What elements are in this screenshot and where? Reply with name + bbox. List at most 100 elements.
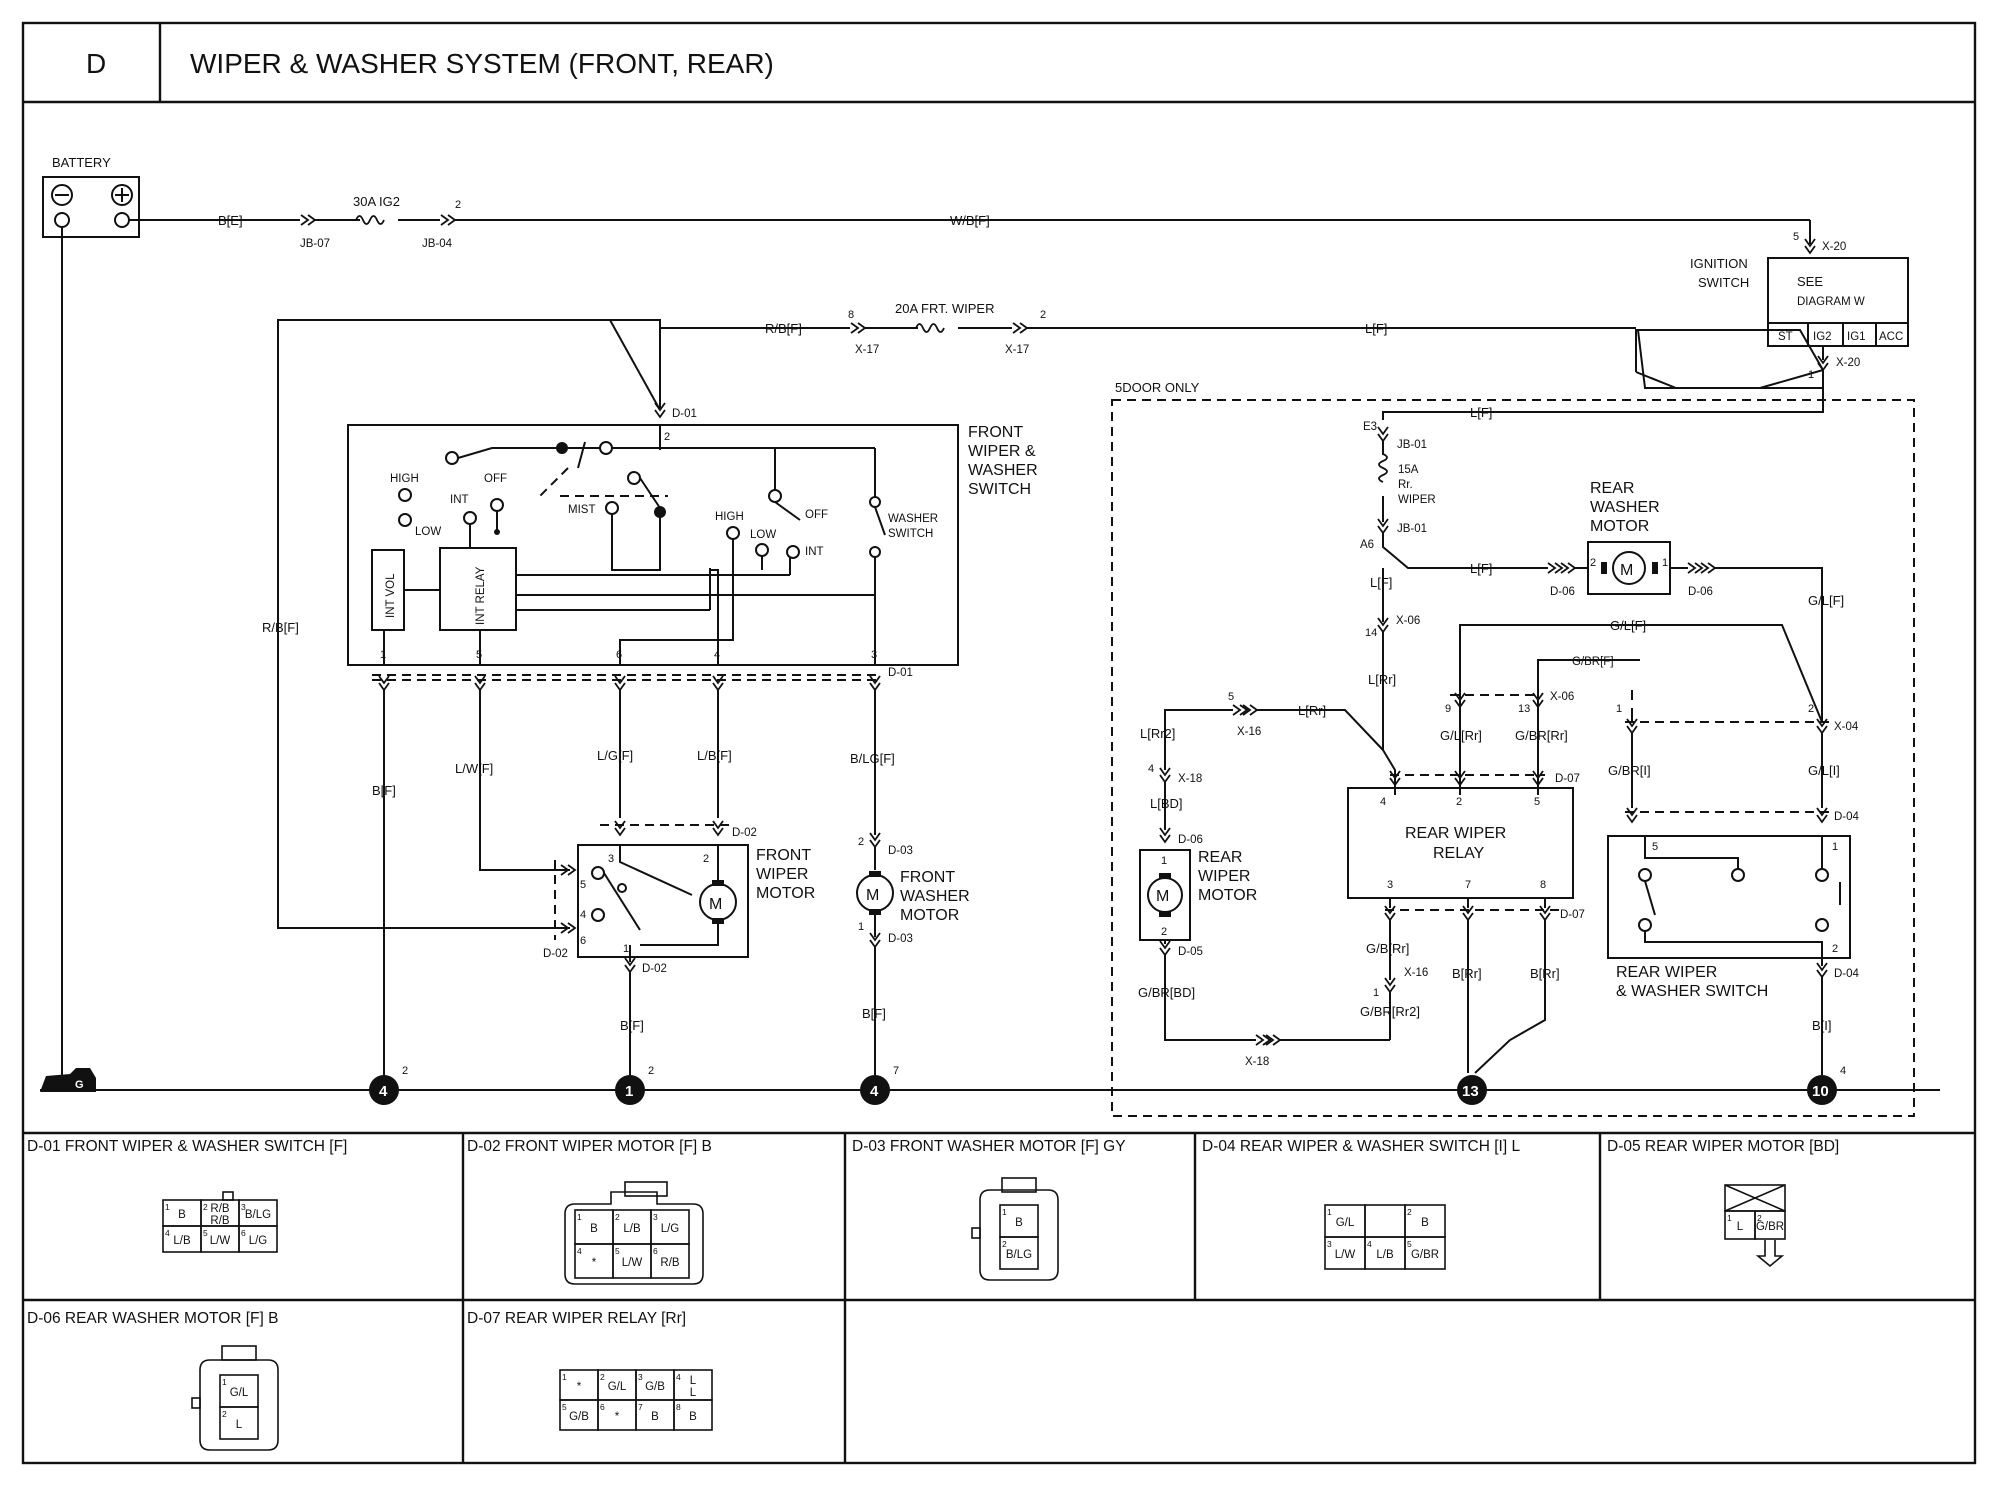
connector-pin-color: B [651, 1411, 659, 1423]
svg-text:2: 2 [455, 199, 461, 211]
svg-text:L/G[F]: L/G[F] [597, 748, 633, 763]
connector-pin-color: * [577, 1381, 582, 1393]
svg-text:MOTOR: MOTOR [900, 907, 959, 924]
svg-text:WIPER: WIPER [756, 866, 808, 883]
svg-text:2: 2 [1456, 796, 1462, 808]
connector-pin-color: * [592, 1257, 597, 1269]
svg-text:X-18: X-18 [1245, 1056, 1269, 1068]
svg-text:D-06: D-06 [1178, 834, 1203, 846]
connector-pin-number: 1 [222, 1377, 227, 1387]
connector-pin-number: 2 [600, 1372, 605, 1382]
svg-text:7: 7 [893, 1065, 899, 1077]
connector-d02-title: D-02 FRONT WIPER MOTOR [F] B [467, 1138, 712, 1155]
svg-text:D-07: D-07 [1555, 773, 1580, 785]
svg-text:WIPER: WIPER [1198, 868, 1250, 885]
svg-text:L/W[F]: L/W[F] [455, 761, 493, 776]
svg-text:1: 1 [1832, 841, 1838, 853]
connector-pin-number: 2 [222, 1409, 227, 1419]
connector-pin-cell [1754, 1210, 1786, 1240]
connector-pin-color: L/G [249, 1235, 268, 1247]
front-wiper-motor-title: FRONT [756, 847, 811, 864]
connector-pin-number: 8 [676, 1402, 681, 1412]
svg-text:IG2: IG2 [1813, 331, 1832, 343]
connector-pin-number: 3 [1327, 1239, 1332, 1249]
wire-battery-label: B[E] [218, 213, 243, 228]
svg-text:6: 6 [580, 935, 586, 947]
connector-pin-number: 1 [577, 1212, 582, 1222]
svg-text:5: 5 [476, 649, 482, 661]
svg-text:L[Rr]: L[Rr] [1368, 672, 1396, 687]
rear-wiper-washer-switch-title: REAR WIPER [1616, 964, 1717, 981]
svg-text:2: 2 [703, 853, 709, 865]
svg-text:D-04: D-04 [1834, 811, 1860, 823]
svg-text:1: 1 [625, 1083, 633, 1100]
connector-pin-color: G/L [608, 1381, 627, 1393]
connector-pin-number: 3 [638, 1372, 643, 1382]
svg-text:X-17: X-17 [1005, 344, 1029, 356]
svg-text:2: 2 [1040, 309, 1046, 321]
svg-text:3: 3 [871, 649, 877, 661]
connector-pin-color: L [236, 1419, 243, 1431]
connector-pin-color: G/BR [1411, 1249, 1439, 1261]
svg-text:L/B[F]: L/B[F] [697, 748, 732, 763]
svg-text:6: 6 [616, 649, 622, 661]
fuse-ig2-label: 30A IG2 [353, 194, 400, 209]
svg-text:X-20: X-20 [1822, 241, 1846, 253]
connector-pin-color: B/LG [245, 1209, 271, 1221]
connector-pin-number: 1 [1327, 1207, 1332, 1217]
svg-text:4: 4 [1148, 763, 1154, 775]
connector-pin-number: 7 [638, 1402, 643, 1412]
svg-text:2: 2 [664, 431, 670, 443]
svg-text:L[BD]: L[BD] [1150, 796, 1183, 811]
connector-pin-color: L [1737, 1221, 1744, 1233]
svg-text:B[I]: B[I] [1812, 1018, 1832, 1033]
connector-pin-number: 3 [653, 1212, 658, 1222]
svg-text:13: 13 [1462, 1083, 1479, 1100]
connector-pin-color: B [178, 1209, 186, 1221]
svg-text:G/BR[BD]: G/BR[BD] [1138, 985, 1195, 1000]
svg-text:1: 1 [1616, 703, 1622, 715]
connector-pin-cell [650, 1243, 690, 1279]
outer-frame [21, 21, 1977, 1465]
connector-pin-color: B [1421, 1217, 1429, 1229]
connector-pin-color: L/B [1376, 1249, 1394, 1261]
connector-pin-number: 4 [676, 1372, 681, 1382]
svg-text:D-03: D-03 [888, 933, 913, 945]
svg-text:4: 4 [1840, 1065, 1846, 1077]
connector-pin-cell [999, 1236, 1039, 1270]
connector-pin-color: B [1015, 1217, 1023, 1229]
svg-text:5: 5 [1228, 691, 1234, 703]
connector-pin-color: R/B [210, 1203, 230, 1215]
front-washer-motor-title: FRONT [900, 869, 955, 886]
svg-text:X-17: X-17 [855, 344, 879, 356]
svg-text:G/L[I]: G/L[I] [1808, 763, 1840, 778]
svg-text:1: 1 [1373, 987, 1379, 999]
svg-text:G/B[Rr]: G/B[Rr] [1366, 941, 1409, 956]
ignition-switch-label: IGNITION [1690, 256, 1748, 271]
connector-pin-cell [238, 1225, 278, 1253]
front-wiper-motor [577, 844, 749, 958]
svg-text:HIGH: HIGH [715, 511, 744, 523]
svg-text:L[Rr2]: L[Rr2] [1140, 726, 1175, 741]
connector-pin-color: G/L [230, 1387, 249, 1399]
svg-text:13: 13 [1518, 703, 1530, 715]
svg-text:1: 1 [1662, 557, 1668, 569]
connector-pin-color: R/B [660, 1257, 680, 1269]
connector-pin-number: 5 [562, 1402, 567, 1412]
svg-text:ACC: ACC [1879, 331, 1903, 343]
svg-text:D-04: D-04 [1834, 968, 1860, 980]
svg-text:3: 3 [608, 853, 614, 865]
svg-text:G/BR[Rr2]: G/BR[Rr2] [1360, 1004, 1420, 1019]
five-door-region [1111, 399, 1915, 1117]
five-door-label: 5DOOR ONLY [1115, 380, 1200, 395]
svg-text:B/LG[F]: B/LG[F] [850, 751, 895, 766]
connector-pin-color: B [689, 1411, 697, 1423]
connector-pin-color: L/B [173, 1235, 191, 1247]
svg-text:L[F]: L[F] [1470, 561, 1492, 576]
svg-text:SEE: SEE [1797, 274, 1823, 289]
svg-text:X-16: X-16 [1237, 726, 1261, 738]
svg-text:2: 2 [1590, 557, 1596, 569]
svg-text:2: 2 [858, 836, 864, 848]
connector-pin-number: 2 [1757, 1213, 1762, 1223]
